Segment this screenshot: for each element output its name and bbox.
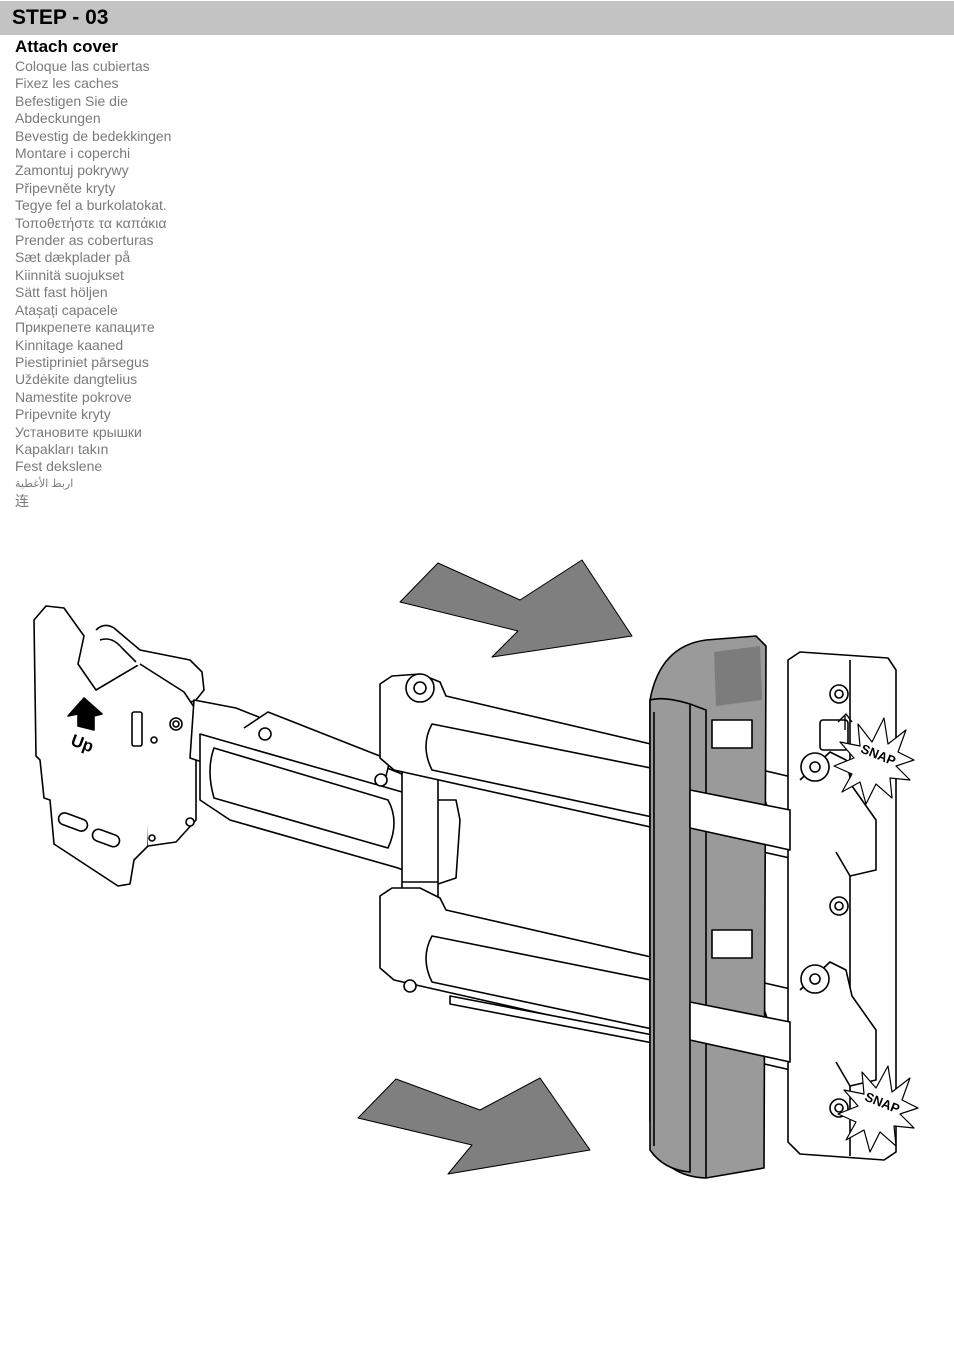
translation-item: Piestipriniet pārsegus [15, 353, 149, 370]
translation-item: Namestite pokrove [15, 388, 132, 405]
translation-item: Fest dekslene [15, 458, 103, 475]
translation-item: Sätt fast höljen [15, 284, 108, 301]
translation-item: Sæt dækplader på [15, 249, 131, 266]
arm-cover[interactable] [649, 635, 791, 1179]
assembly-illustration: Up [33, 559, 919, 1179]
snap-burst-bottom: SNAP [837, 1065, 919, 1153]
snap-burst-top: SNAP [833, 713, 915, 805]
translation-item: Zamontuj pokrywy [15, 162, 129, 179]
translation-item: Coloque las cubiertas [15, 58, 150, 74]
arrow-top-icon [399, 559, 633, 658]
translation-item: Připevněte kryty [15, 179, 116, 196]
arrow-bottom-icon [357, 1077, 591, 1175]
translation-list: Coloque las cubiertas Fixez les caches B… [15, 58, 171, 511]
instruction-title: Attach cover [15, 37, 118, 56]
translation-item: Установите крышки [15, 423, 142, 440]
translation-item: Abdeckungen [15, 110, 101, 127]
step-header: STEP - 03 [0, 1, 954, 35]
step-title: STEP - 03 [12, 6, 109, 29]
translation-item: Kiinnitä suojukset [15, 266, 124, 283]
translation-item: Прикрепете капаците [15, 319, 155, 336]
wall-arm-mounts [799, 751, 877, 1087]
translation-item: Atașați capacele [15, 301, 118, 318]
translation-item: Bevestig de bedekkingen [15, 127, 172, 144]
translation-item: Τοποθετήστε τα καπάκια [15, 214, 167, 231]
translation-item: Pripevnite kryty [15, 406, 111, 423]
translation-item: Fixez les caches [15, 75, 119, 92]
translation-item: اربط الأغطية [15, 477, 74, 490]
translation-item: Prender as coberturas [15, 232, 154, 249]
translation-item: Kinnitage kaaned [15, 336, 124, 353]
translation-item: Tegye fel a burkolatokat. [15, 197, 167, 214]
translation-item: Befestigen Sie die [15, 92, 128, 109]
translation-item: Kapakları takın [15, 440, 109, 457]
tv-bracket [33, 605, 205, 887]
translation-item: 连 [15, 493, 29, 510]
translation-item: Uždėkite dangtelius [15, 371, 138, 388]
translation-item: Montare i coperchi [15, 145, 131, 162]
